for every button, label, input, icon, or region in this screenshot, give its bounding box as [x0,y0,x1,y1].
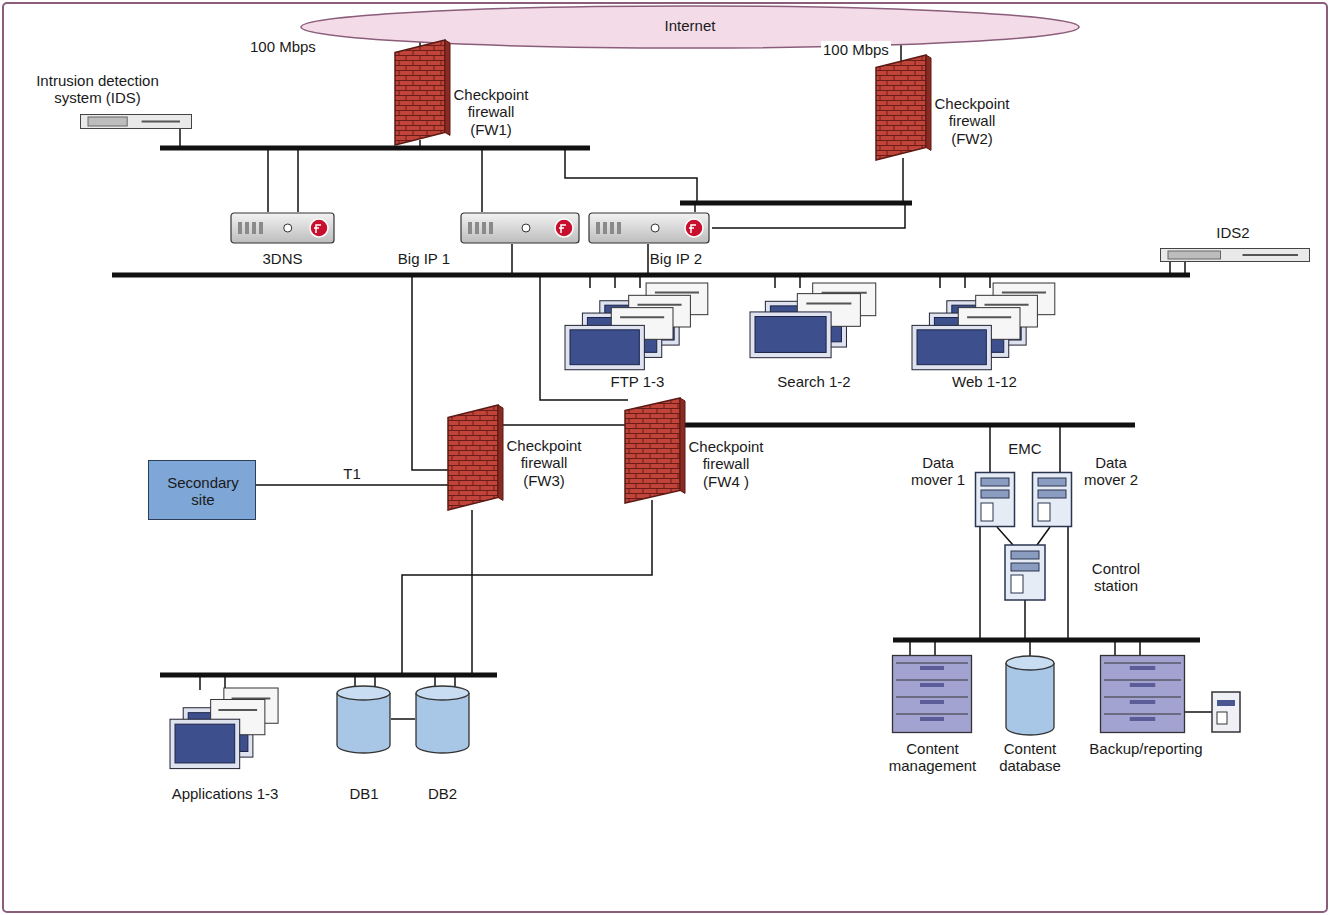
cyl-icon [415,685,476,757]
plain-label: EMC [1003,440,1047,457]
node-label: Web 1-12 [912,373,1057,390]
f5-icon [460,212,586,248]
node-label: IDS2 [1208,224,1258,241]
load-balancer: Big IP 2 [588,212,713,270]
backup-tape-device [1212,692,1240,732]
site-box: Secondary site [148,460,256,520]
fw-icon [448,405,504,514]
node-label: Checkpoint firewall (FW3) [502,437,586,489]
firewall: Checkpoint firewall (FW4 ) [625,398,770,506]
node-label: DB1 [333,785,395,802]
node-label: Checkpoint firewall (FW1) [449,86,533,138]
network-link [391,718,415,720]
server-group: Web 1-12 [912,283,1062,393]
node-label: Big IP 1 [388,250,460,267]
node-label: Data mover 1 [905,454,971,489]
fw-icon [395,40,451,149]
network-cloud: Internet [300,5,1080,49]
node-label: Data mover 2 [1078,454,1144,489]
network-drops [180,129,1212,712]
frame [3,3,1327,912]
link-label: 100 Mbps [821,41,891,58]
firewall: Checkpoint firewall (FW3) [448,405,588,513]
rack-icon [80,114,198,133]
firewall: Checkpoint firewall (FW1) [395,40,535,148]
servers-icon [912,283,1063,375]
server-group: Search 1-2 [750,283,882,393]
server-group: Applications 1-3 [160,685,290,810]
node-label: DB2 [410,785,475,802]
load-balancer: 3DNS [230,212,340,270]
node-label: Checkpoint firewall (FW2) [930,95,1014,147]
node-label: Content management [880,740,985,775]
database-cylinder: DB1 [333,682,395,807]
cms-icon [892,655,978,737]
fw-icon [876,55,932,164]
link-label: T1 [341,465,363,482]
data-mover: Data mover 2 [1032,452,1147,532]
fw-icon [625,398,686,507]
node-label: Intrusion detection system (IDS) [35,72,160,107]
servers-icon [750,283,884,363]
node-label: Checkpoint firewall (FW4 ) [683,438,769,490]
servers-icon [565,283,716,375]
f5-icon [230,212,341,248]
network-link [256,484,448,486]
node-label: Search 1-2 [750,373,878,390]
database-cylinder: DB2 [410,682,475,807]
node-label: Internet [300,17,1080,34]
firewall: Checkpoint firewall (FW2) [876,55,1016,163]
node-label: Backup/reporting [1082,740,1210,757]
mover-icon [975,472,1021,531]
server-box: Content management [880,652,985,782]
server-box: Backup/reporting [1082,652,1210,782]
ids-appliance: IDS2 [1150,224,1310,268]
node-label: Secondary site [158,474,248,509]
node-label: Big IP 2 [640,250,712,267]
node-label: Applications 1-3 [160,785,290,802]
node-label: 3DNS [230,250,335,267]
control-station-device [1005,545,1045,600]
node-label: Content database [990,740,1070,775]
cyl-icon [336,685,397,757]
servers-icon [170,688,286,774]
database-cylinder: Content database [990,652,1070,782]
link-label: 100 Mbps [248,38,318,55]
ids-appliance: Intrusion detection system (IDS) [35,72,195,132]
data-mover: Data mover 1 [905,452,1020,532]
load-balancer: Big IP 1 [388,212,583,270]
mover-icon [1032,472,1078,531]
f5-icon [588,212,716,248]
cms-icon [1100,655,1191,737]
bus-bars [112,148,1200,675]
cyl-icon [1005,655,1061,739]
plain-label: Control station [1078,560,1154,595]
server-group: FTP 1-3 [565,283,715,393]
node-label: FTP 1-3 [565,373,710,390]
rack-icon [1160,248,1316,266]
